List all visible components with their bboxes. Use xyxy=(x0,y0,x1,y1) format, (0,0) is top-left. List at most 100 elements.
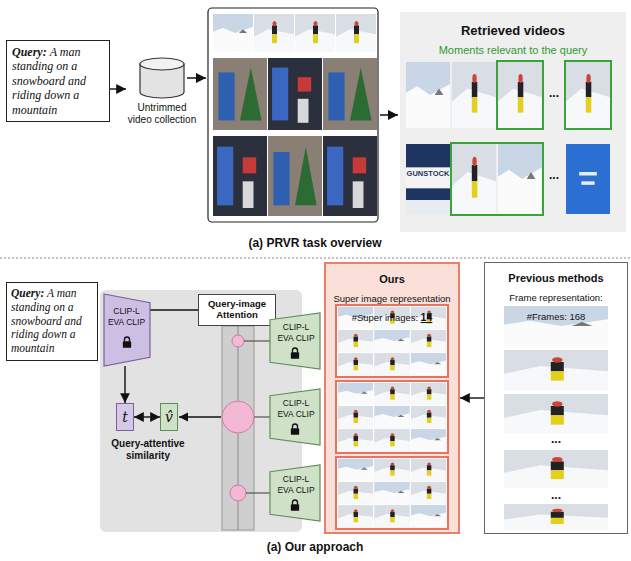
text-line: Moments relevant to the query xyxy=(404,39,622,58)
text-encoder: CLIP-L EVA CLIP xyxy=(104,294,150,366)
encoder-shape xyxy=(104,294,150,366)
video-frame xyxy=(504,450,608,488)
encoder-trapezoid xyxy=(270,465,320,521)
relevant-moment-box xyxy=(451,143,543,215)
frozen-lock xyxy=(291,348,299,359)
query-box: Query:A man standing on a snowboard and … xyxy=(6,282,98,361)
attention-weight xyxy=(230,485,246,501)
video-frame xyxy=(268,58,322,130)
node-text: #Super images: xyxy=(352,312,419,323)
video-frame xyxy=(498,144,542,214)
video-frame xyxy=(336,14,376,52)
ours-panel: OursSuper image representation #Super ima… xyxy=(324,262,460,534)
cylinder-shape xyxy=(126,56,198,100)
feature-line xyxy=(244,340,270,341)
encoder-trapezoid xyxy=(270,389,320,445)
attention-weight xyxy=(222,401,254,433)
ellipsis: ... xyxy=(542,168,566,182)
video-frame xyxy=(213,58,267,130)
image-encoder: CLIP-L EVA CLIP xyxy=(270,313,320,369)
super-image xyxy=(337,306,447,376)
video-frame xyxy=(504,350,608,390)
video-frame xyxy=(323,136,377,216)
retrieved-panel: Retrieved videosMoments relevant to the … xyxy=(400,12,626,232)
ellipsis: ... xyxy=(540,433,572,445)
video-frame xyxy=(213,14,253,52)
database-cylinder: Untrimmed video collection xyxy=(126,56,198,130)
node-text: 14 xyxy=(421,311,433,323)
query-box: Query:A man standing on a snowboard and … xyxy=(6,40,110,122)
super-image-border xyxy=(336,381,448,453)
node-text: Super image representation xyxy=(333,293,450,304)
node-text: #Frames: 168 xyxy=(527,311,586,322)
text-line: Super image representation xyxy=(329,287,455,306)
video-frame xyxy=(406,144,450,214)
text-line: Previous methods xyxy=(488,267,624,286)
video-frame xyxy=(498,62,542,128)
attention-bar xyxy=(222,326,254,530)
attention-weight xyxy=(232,335,244,347)
text-line: CLIP-L EVA CLIP xyxy=(107,306,146,327)
connector xyxy=(124,366,125,403)
text-line: CLIP-L EVA CLIP xyxy=(275,398,317,419)
video-frame xyxy=(504,394,608,434)
feature-line xyxy=(246,492,270,493)
node-text: Untrimmed video collection xyxy=(128,102,196,125)
video-frame xyxy=(268,136,322,216)
image-encoder: CLIP-L EVA CLIP xyxy=(270,389,320,445)
frozen-lock xyxy=(291,424,299,435)
node-text: CLIP-L EVA CLIP xyxy=(277,474,314,495)
text-line: Ours xyxy=(329,268,455,287)
node-text: Ours xyxy=(379,273,405,285)
connector xyxy=(134,416,160,417)
node-text: Frame representation: xyxy=(509,292,602,303)
node-text: v̂ xyxy=(165,409,173,425)
node-text: CLIP-L EVA CLIP xyxy=(277,398,314,419)
flow-arrow xyxy=(380,114,398,116)
text-line: CLIP-L EVA CLIP xyxy=(275,322,317,343)
video-embedding: v̂ xyxy=(160,403,178,431)
video-frame xyxy=(213,136,267,216)
text-line: Retrieved videos xyxy=(404,20,622,39)
node-text: Moments relevant to the query xyxy=(439,44,588,56)
ours-ground xyxy=(324,262,460,534)
text-line: Query-image Attention xyxy=(201,298,273,321)
video-frame xyxy=(566,62,610,128)
feature-line xyxy=(254,416,270,417)
video-frame xyxy=(295,14,335,52)
encoder-trapezoid xyxy=(270,313,320,369)
text-line: t xyxy=(117,404,133,430)
retrieved-ground xyxy=(400,12,626,232)
section-caption: (a) Our approach xyxy=(165,540,465,554)
node-text: t xyxy=(122,409,128,425)
text-line: Untrimmed video collection xyxy=(126,102,198,126)
video-frame xyxy=(406,62,450,128)
text-line: Query:A man standing on a snowboard and … xyxy=(12,45,104,117)
encoder-trapezoid xyxy=(104,294,150,366)
text-line: Query:A man standing on a snowboard and … xyxy=(11,287,93,356)
text-line: #Frames: 168 xyxy=(488,305,624,324)
node-text: CLIP-L EVA CLIP xyxy=(277,322,314,343)
video-frame xyxy=(452,62,496,128)
node-text: Previous methods xyxy=(508,272,603,284)
text-line: #Super images:14 xyxy=(329,306,455,325)
collection-panel xyxy=(208,8,378,222)
text-embedding: t xyxy=(116,403,134,431)
video-frame xyxy=(452,144,496,214)
frozen-lock xyxy=(123,337,131,348)
cylinder-top xyxy=(140,58,184,70)
text-line: CLIP-L EVA CLIP xyxy=(275,474,317,495)
super-image-border xyxy=(336,457,448,529)
super-image xyxy=(337,382,447,452)
relevant-moment-box xyxy=(565,61,611,129)
frozen-lock xyxy=(291,500,299,511)
relevant-moment-box xyxy=(497,61,543,129)
connector xyxy=(110,88,126,89)
video-frame xyxy=(323,58,377,130)
sign-text: GUNSTOCK xyxy=(406,169,450,178)
super-image xyxy=(337,458,447,528)
video-frame xyxy=(254,14,294,52)
video-frame xyxy=(504,306,608,346)
